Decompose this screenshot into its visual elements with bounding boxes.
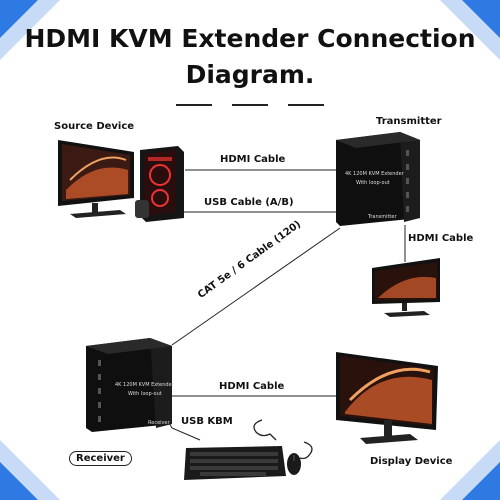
title-underline-dash <box>232 104 268 106</box>
cat-cable-line <box>171 227 341 346</box>
hdmi-cable-label-bottom: HDMI Cable <box>219 381 285 392</box>
title-underline-dash <box>288 104 324 106</box>
usb-kbm-label: USB KBM <box>181 416 233 427</box>
hdmi-cable-label-top: HDMI Cable <box>220 154 286 165</box>
transmitter-brand-text: Transmitter <box>368 214 397 220</box>
display-device-label: Display Device <box>370 456 453 467</box>
diagram-title-line-1: HDMI KVM Extender Connection <box>24 24 476 53</box>
receiver-model-subtext: With loop-out <box>128 391 162 397</box>
diagram-title-line-2: Diagram. <box>185 60 315 89</box>
keyboard-cable-icon <box>253 419 277 441</box>
transmitter-model-text: 4K 120M KVM Extender <box>345 171 404 177</box>
receiver-label: Receiver <box>69 451 132 466</box>
usb-cable-label: USB Cable (A/B) <box>204 197 294 208</box>
hdmi-cable-label-right: HDMI Cable <box>408 233 474 244</box>
transmitter-model-subtext: With loop-out <box>356 180 390 186</box>
source-pc-tower <box>135 146 184 222</box>
title-underline-dash <box>176 104 212 106</box>
transmitter-label: Transmitter <box>376 116 442 127</box>
source-device-label: Source Device <box>54 121 135 132</box>
source-monitor <box>58 140 134 218</box>
receiver-brand-text: Receiver <box>148 420 170 426</box>
receiver-model-text: 4K 120M KVM Extender <box>115 382 174 388</box>
mouse-cable-icon <box>299 441 313 460</box>
mouse-icon <box>287 453 301 475</box>
keyboard-icon <box>184 446 286 480</box>
